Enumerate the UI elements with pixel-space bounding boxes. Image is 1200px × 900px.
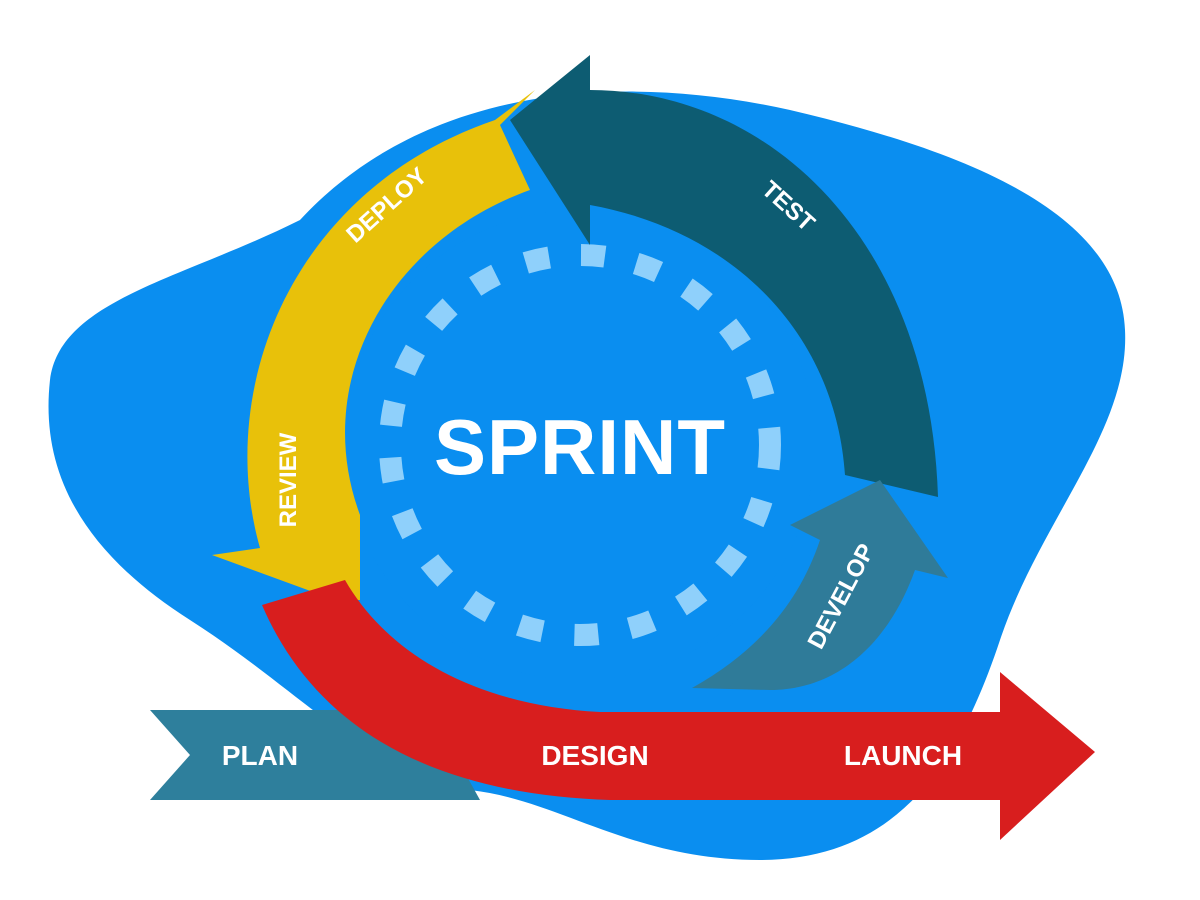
- test-arrow: [510, 55, 938, 497]
- stage-label-design: DESIGN: [541, 740, 648, 771]
- deploy-review-arrow: [212, 90, 535, 600]
- center-label: SPRINT: [434, 403, 726, 491]
- dashed-ring: [379, 244, 781, 646]
- develop-arrow: [692, 480, 948, 690]
- stage-label-launch: LAUNCH: [844, 740, 962, 771]
- stage-label-plan: PLAN: [222, 740, 298, 771]
- design-launch-arrow: [262, 580, 1095, 840]
- sprint-circle: [345, 210, 815, 680]
- stage-label-review: REVIEW: [275, 432, 302, 527]
